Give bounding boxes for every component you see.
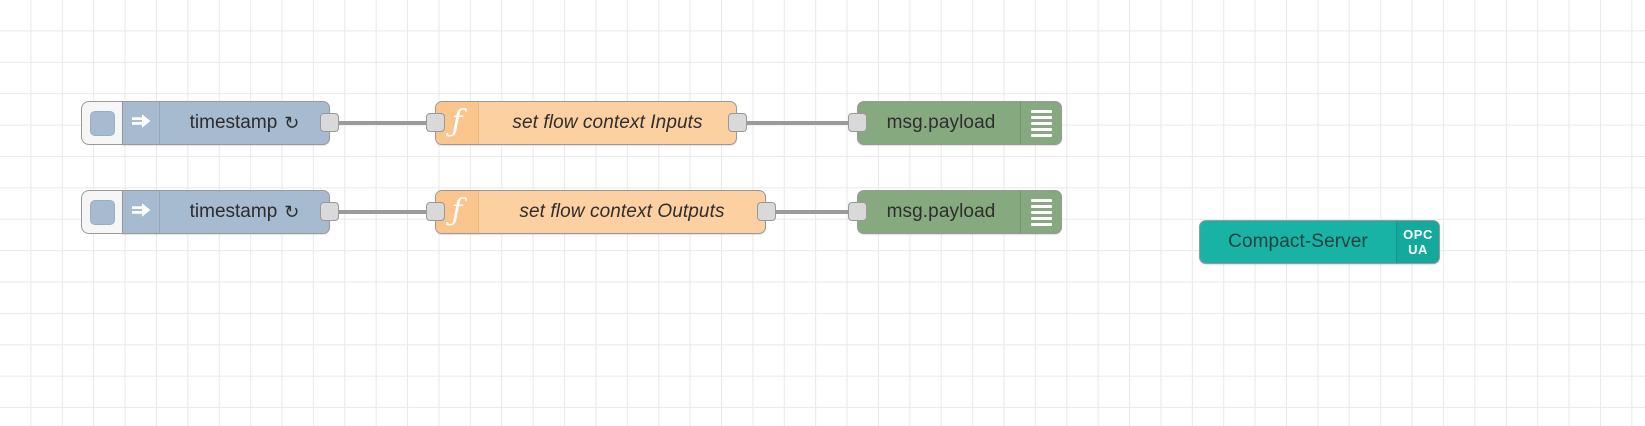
opc-ua-icon-line1: OPC <box>1403 227 1433 242</box>
opcua-server-node[interactable]: Compact-Server OPC UA <box>1199 220 1440 264</box>
inject-trigger-button-inner <box>89 199 115 225</box>
inject-node-label: timestamp <box>189 201 278 222</box>
inject-node[interactable]: timestamp ↻ <box>81 190 330 234</box>
function-node-label: set flow context Inputs <box>512 112 703 133</box>
function-node-output-port[interactable] <box>728 113 747 132</box>
function-node-input-port[interactable] <box>426 202 445 221</box>
function-f-glyph: ƒ <box>451 193 463 228</box>
inject-node-text: timestamp ↻ <box>160 191 329 233</box>
inject-trigger-button[interactable] <box>81 101 122 145</box>
inject-trigger-button-inner <box>89 110 115 136</box>
inject-node-body[interactable]: timestamp ↻ <box>122 190 330 234</box>
function-f-glyph: ƒ <box>451 104 463 139</box>
debug-node[interactable]: msg.payload <box>857 101 1087 145</box>
opc-ua-icon-line2: UA <box>1408 242 1428 257</box>
debug-node-label: msg.payload <box>886 201 996 222</box>
opc-ua-icon: OPC UA <box>1396 221 1439 263</box>
opcua-server-label: Compact-Server <box>1228 231 1368 252</box>
function-node-output-port[interactable] <box>757 202 776 221</box>
arrow-right-icon <box>123 191 160 233</box>
inject-trigger-button[interactable] <box>81 190 122 234</box>
function-node[interactable]: ƒ set flow context Inputs <box>435 101 737 145</box>
inject-node-output-port[interactable] <box>320 202 339 221</box>
function-node[interactable]: ƒ set flow context Outputs <box>435 190 766 234</box>
debug-list-icon-bars <box>1030 109 1052 137</box>
inject-node-label: timestamp <box>189 112 278 133</box>
inject-node-output-port[interactable] <box>320 113 339 132</box>
inject-node[interactable]: timestamp ↻ <box>81 101 330 145</box>
debug-list-icon <box>1020 191 1061 233</box>
debug-node-input-port[interactable] <box>848 202 867 221</box>
debug-node-input-port[interactable] <box>848 113 867 132</box>
debug-list-icon <box>1020 102 1061 144</box>
arrow-right-icon <box>123 102 160 144</box>
repeat-icon: ↻ <box>284 202 300 222</box>
function-node-input-port[interactable] <box>426 113 445 132</box>
repeat-icon: ↻ <box>284 113 300 133</box>
inject-node-body[interactable]: timestamp ↻ <box>122 101 330 145</box>
debug-node[interactable]: msg.payload <box>857 190 1087 234</box>
debug-node-label: msg.payload <box>886 112 996 133</box>
inject-node-text: timestamp ↻ <box>160 102 329 144</box>
function-node-label: set flow context Outputs <box>519 201 725 222</box>
debug-list-icon-bars <box>1030 198 1052 226</box>
